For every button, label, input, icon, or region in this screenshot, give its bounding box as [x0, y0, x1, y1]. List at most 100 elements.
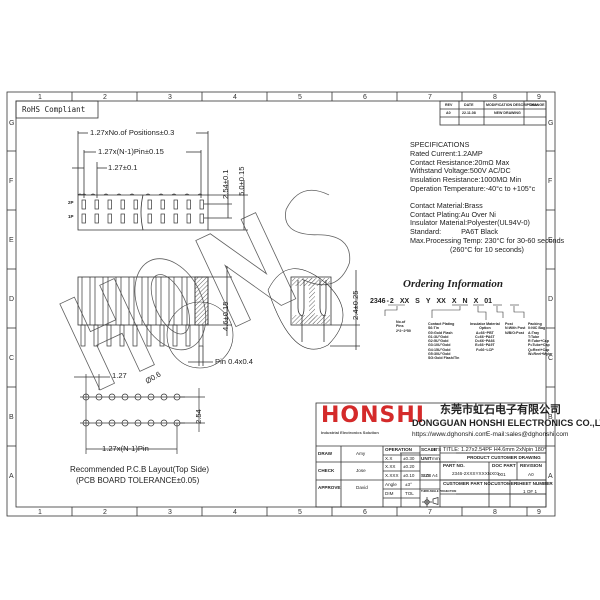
note-line: Q=Reel+Cap [528, 347, 550, 352]
col-label-4: 4 [233, 94, 237, 101]
customer-part-label: CUSTOMER PART NO. [443, 481, 493, 486]
note-line: 2*2~2*50 [396, 328, 411, 333]
code-series: 2346 [370, 298, 386, 305]
code-insulator: X [451, 298, 457, 305]
pcb-dim-row: 2.54 [194, 409, 203, 424]
row-label-g-right: G [548, 120, 554, 127]
note-line: No.of [396, 320, 406, 324]
date-value: 22.11.08 [462, 111, 476, 115]
row-label-2p: 2P [68, 200, 74, 205]
pcb-caption-2: (PCB BOARD TOLERANCE±0.05) [76, 476, 200, 485]
check-value: Jose [356, 468, 366, 473]
spec-standard: Standard: PA6T Black [410, 227, 499, 237]
pcb-caption-1: Recommended P.C.B Layout(Top Side) [70, 465, 210, 474]
note-line: W=Reel+Mylar [528, 352, 553, 357]
row-label-f: F [9, 178, 14, 185]
code-positions: XX [399, 298, 410, 305]
row-label-g: G [9, 120, 15, 127]
note-line: Packing [528, 322, 542, 326]
note-line: P=Tube+Cap [528, 343, 550, 348]
ordering-code: 2346 - 2 XX S Y XX X N X 01 [370, 298, 492, 305]
note-line: D=66~PA66 [475, 339, 495, 344]
col-label-8: 8 [493, 94, 497, 101]
spec-withstand-voltage: Withstand Voltage:500V AC/DC [410, 166, 511, 176]
code-post: N [462, 298, 468, 305]
size-value: A4 [432, 473, 438, 478]
spec-max-processing-temp: Max.Processing Temp: 230°C for 30-60 sec… [410, 235, 565, 245]
row-label-1p: 1P [68, 214, 74, 219]
dim-row-spacing: 2.54±0.1 [221, 169, 230, 199]
date-header: DATE [464, 103, 474, 107]
part-no-value: 2346-2XXSYXXXNX01 [452, 471, 500, 476]
tol-xxx-value: ±0.20 [403, 464, 415, 469]
note-line: T:Tube [528, 334, 540, 339]
note-line: Pins [396, 324, 404, 329]
note-line: Post [505, 322, 513, 326]
specifications-block: SPECIFICATIONS Rated Current:1.2AMP Cont… [410, 140, 565, 255]
company-website[interactable]: https://www.dghonshi.com [412, 431, 488, 438]
col-label-3-bottom: 3 [168, 509, 172, 516]
row-label-b-right: B [548, 414, 553, 421]
pcb-dim-pin-span: 1.27x(N-1)Pin [102, 444, 149, 453]
col-label-1-bottom: 1 [38, 509, 42, 516]
spec-contact-material: Contact Material:Brass [410, 200, 483, 210]
code-plating: XX [436, 298, 446, 305]
row-label-d: D [9, 296, 15, 303]
revision-label: REVISION [520, 463, 542, 468]
draw-value: Amy [356, 451, 366, 456]
spec-operation-temperature: Operation Temperature:-40°c to +105°c [410, 183, 536, 193]
sheet-number-value: 1 OF 1 [523, 489, 538, 494]
tol-xxx-label: X.XX [385, 464, 396, 469]
note-line: G4:15U"Gold [428, 347, 451, 352]
note-insulator: Insulator Material Option A=66~PBT C=66~… [470, 322, 500, 352]
projection-label: THIRD ANGLE PROJECTION [421, 490, 457, 493]
col-label-6-bottom: 6 [363, 509, 367, 516]
spec-contact-plating: Contact Plating:Au Over Ni [410, 209, 496, 219]
note-line: 0:NIC Bag [528, 326, 546, 331]
dim-body-height: 4.6±0.15 [221, 301, 230, 331]
company-logo: HONSHI [321, 403, 425, 428]
tol-xxxx-label: X.XXX [385, 473, 399, 478]
col-label-7: 7 [428, 94, 432, 101]
dim-pitch: 1.27±0.1 [108, 163, 138, 172]
size-label: SIZE [421, 473, 432, 478]
note-line: A:Tray [528, 330, 540, 335]
col-label-5: 5 [298, 94, 302, 101]
note-line: Option [479, 326, 491, 331]
note-line: Contact Plating [428, 322, 455, 326]
note-line: E=66~PA9T [475, 343, 495, 348]
code-dash: - [386, 298, 389, 305]
tol-xx-value: ±0.30 [403, 456, 415, 461]
note-line: Insulator Material [470, 322, 500, 326]
spec-contact-resistance: Contact Resistance:20mΩ Max [410, 157, 510, 167]
note-line: S6:Tin [428, 326, 439, 331]
col-label-4-bottom: 4 [233, 509, 237, 516]
company-email[interactable]: E-mail:sales@dghonshi.com [486, 431, 569, 438]
operation-label: OPERATION [385, 447, 412, 452]
dim-positions: 1.27xNo.of Positions±0.3 [90, 128, 175, 137]
code-s: S [415, 298, 420, 305]
note-line: G1:3U"Gold [428, 334, 449, 339]
tol-angle-label: Angle [385, 482, 397, 487]
company-name-cn: 东莞市虹石电子有限公司 [440, 404, 561, 416]
dim-pin-size: Pin 0.4x0.4 [215, 357, 253, 366]
row-label-a-right: A [548, 473, 553, 480]
pcb-dim-pitch: 1.27 [112, 371, 127, 380]
unit-value: mm [432, 456, 440, 461]
code-packing: X [473, 298, 479, 305]
draw-label: DRAW [318, 451, 333, 456]
part-no-label: PART NO. [443, 463, 465, 468]
modification-value: NEW DRAWING [494, 111, 521, 115]
note-line: G2:5U"Gold [428, 339, 449, 344]
note-line: G5:30U"Gold [428, 352, 451, 357]
rev-header: REV [445, 103, 453, 107]
dim-height-top: 5.0±0.15 [237, 166, 246, 196]
col-label-9: 9 [537, 94, 541, 101]
ordering-title: Ordering Information [403, 278, 503, 290]
approve-label: APPROVE [318, 485, 341, 490]
doc-part-value: 001 [498, 472, 506, 477]
code-suffix: 01 [484, 298, 493, 305]
note-packing: Packing 0:NIC Bag A:Tray T:Tube R:Tube+C… [528, 322, 553, 356]
note-line: G3:10U"Gold [428, 343, 451, 348]
col-label-1: 1 [38, 94, 42, 101]
